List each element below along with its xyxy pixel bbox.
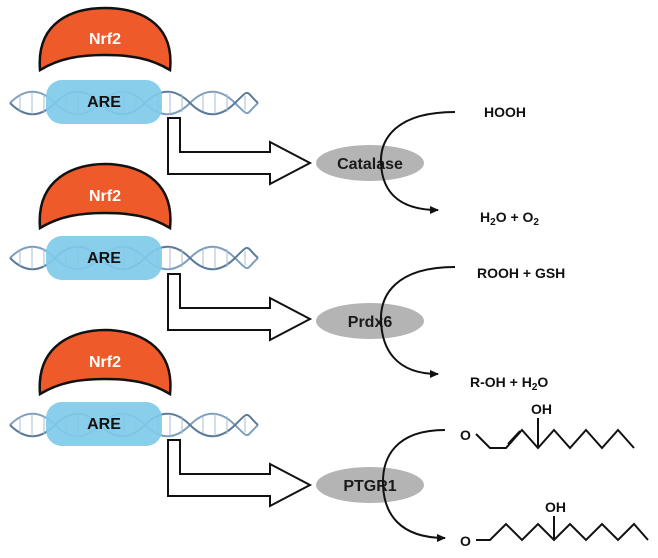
are-box-1 — [46, 80, 162, 124]
enzyme-ellipse-ptgr1 — [316, 467, 424, 503]
hne-oh-label: OH — [531, 401, 552, 417]
product-label-1: H2O + O2 — [480, 209, 539, 228]
induction-arrow-2 — [167, 273, 313, 342]
nrf2-shape-3 — [38, 328, 172, 397]
induction-arrow-1 — [167, 117, 313, 186]
enzyme-ellipse-catalase — [316, 145, 424, 181]
substrate-label-1: HOOH — [484, 104, 526, 120]
are-box-3 — [46, 402, 162, 446]
nrf2-shape-2 — [38, 162, 172, 231]
enzyme-label-prdx6: Prdx6 — [348, 314, 393, 331]
hne-o-label: O — [460, 427, 471, 443]
product-o-label: O — [460, 533, 471, 549]
reaction-curve-3 — [381, 429, 446, 542]
hne-structure: O OH — [460, 401, 635, 450]
are-box-2 — [46, 236, 162, 280]
substrate-label-2: ROOH + GSH — [477, 265, 565, 281]
are-label-3: ARE — [87, 416, 121, 433]
reaction-curve-1 — [379, 111, 456, 214]
are-label-1: ARE — [87, 94, 121, 111]
nrf2-label-3: Nrf2 — [89, 354, 121, 371]
are-label-2: ARE — [87, 250, 121, 267]
panel-1: Nrf2 ARE Catalase HOOH H2O + O2 — [9, 6, 539, 228]
enzyme-ellipse-prdx6 — [316, 303, 424, 339]
reduced-product-structure: O OH — [460, 499, 649, 549]
reaction-curve-2 — [379, 266, 456, 378]
nrf2-shape-1 — [38, 6, 172, 73]
panel-3: Nrf2 ARE PTGR1 O OH O OH — [9, 328, 649, 549]
panel-2: Nrf2 ARE Prdx6 ROOH + GSH R-OH + H2O — [9, 162, 565, 393]
enzyme-label-ptgr1: PTGR1 — [343, 478, 396, 495]
nrf2-label-2: Nrf2 — [89, 188, 121, 205]
induction-arrow-3 — [167, 439, 313, 508]
product-label-2: R-OH + H2O — [470, 374, 548, 393]
product-oh-label: OH — [545, 499, 566, 515]
enzyme-label-catalase: Catalase — [337, 156, 403, 173]
nrf2-label-1: Nrf2 — [89, 31, 121, 48]
